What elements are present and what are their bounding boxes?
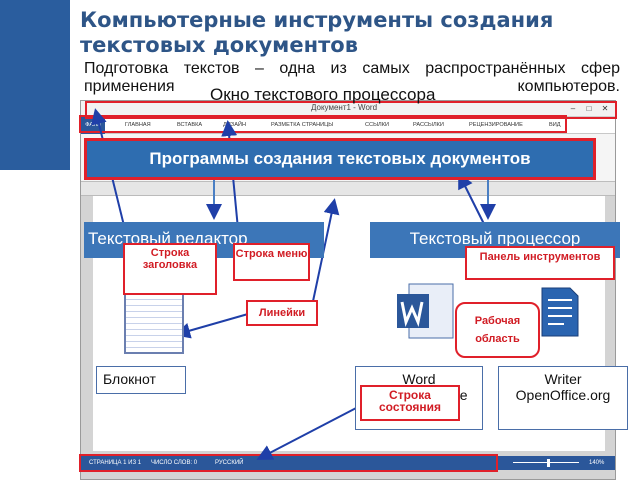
callout-status-row: Строка состояния bbox=[360, 385, 460, 421]
notepad-label: Блокнот bbox=[96, 366, 186, 394]
writer-label-box: Writer OpenOffice.org bbox=[498, 366, 628, 430]
tab-review[interactable]: РЕЦЕНЗИРОВАНИЕ bbox=[469, 122, 523, 128]
status-bar: СТРАНИЦА 1 ИЗ 1 ЧИСЛО СЛОВ: 0 РУССКИЙ 14… bbox=[81, 456, 615, 470]
tab-view[interactable]: ВИД bbox=[549, 122, 561, 128]
programs-banner: Программы создания текстовых документов bbox=[84, 138, 596, 180]
window-label: Окно текстового процессора bbox=[210, 85, 436, 104]
minimize-button[interactable]: – bbox=[570, 104, 576, 113]
tab-home[interactable]: ГЛАВНАЯ bbox=[125, 122, 151, 128]
word-label: Word bbox=[402, 371, 436, 387]
callout-menu-row: Строка меню bbox=[233, 243, 310, 281]
tab-mailings[interactable]: РАССЫЛКИ bbox=[413, 122, 444, 128]
writer-icon bbox=[541, 287, 579, 337]
zoom-slider-thumb[interactable] bbox=[547, 459, 550, 467]
callout-rulers: Линейки bbox=[246, 300, 318, 326]
ribbon-tabs: ФАЙЛ ГЛАВНАЯ ВСТАВКА ДИЗАЙН РАЗМЕТКА СТР… bbox=[81, 117, 615, 134]
window-title: Документ1 - Word bbox=[311, 103, 378, 112]
tab-references[interactable]: ССЫЛКИ bbox=[365, 122, 389, 128]
slide-title: Компьютерные инструменты создания тексто… bbox=[80, 8, 554, 57]
horizontal-ruler[interactable] bbox=[81, 182, 615, 196]
status-word-count: ЧИСЛО СЛОВ: 0 bbox=[151, 460, 198, 466]
left-accent-bar bbox=[0, 0, 70, 170]
intro-text: Подготовка текстов – одна из самых распр… bbox=[84, 60, 620, 95]
close-button[interactable]: ✕ bbox=[601, 104, 609, 113]
callout-toolbar: Панель инструментов bbox=[465, 246, 615, 280]
tab-page-layout[interactable]: РАЗМЕТКА СТРАНИЦЫ bbox=[271, 122, 334, 128]
status-language: РУССКИЙ bbox=[215, 460, 244, 466]
tab-insert[interactable]: ВСТАВКА bbox=[177, 122, 203, 128]
tab-file[interactable]: ФАЙЛ bbox=[81, 117, 105, 134]
callout-work-area: Рабочая область bbox=[455, 302, 540, 358]
zoom-slider[interactable] bbox=[513, 462, 579, 463]
word-icon bbox=[397, 283, 454, 339]
writer-label: Writer bbox=[544, 371, 582, 387]
callout-title-row: Строка заголовка bbox=[123, 243, 217, 295]
status-page: СТРАНИЦА 1 ИЗ 1 bbox=[89, 460, 142, 466]
openoffice-label: OpenOffice.org bbox=[515, 387, 611, 403]
status-zoom: 140% bbox=[589, 460, 605, 466]
maximize-button[interactable]: □ bbox=[586, 104, 592, 113]
tab-design[interactable]: ДИЗАЙН bbox=[223, 122, 246, 128]
